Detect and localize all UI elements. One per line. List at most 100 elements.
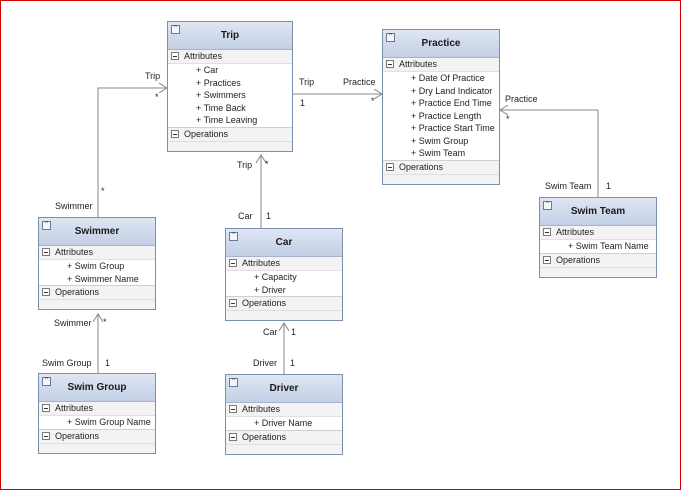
operations-label: Operations xyxy=(184,128,229,139)
collapse-minus-icon[interactable] xyxy=(171,52,179,60)
collapse-minus-icon[interactable] xyxy=(42,288,50,296)
class-header[interactable]: ⌃ Car xyxy=(226,229,342,257)
class-car[interactable]: ⌃ Car Attributes + Capacity + Driver Ope… xyxy=(225,228,343,321)
attribute-item[interactable]: + Car xyxy=(196,65,219,75)
operations-label: Operations xyxy=(55,430,100,441)
operations-label: Operations xyxy=(55,287,100,297)
attribute-item[interactable]: + Swimmers xyxy=(196,90,246,100)
attribute-item[interactable]: + Swim Group xyxy=(383,134,499,147)
connector-swimmer-trip[interactable] xyxy=(97,88,167,217)
class-name: Driver xyxy=(269,383,299,394)
attributes-section-header[interactable]: Attributes xyxy=(39,402,155,416)
attributes-label: Attributes xyxy=(399,59,438,69)
operations-section-header[interactable]: Operations xyxy=(383,159,499,174)
class-header[interactable]: ⌃ Swim Team xyxy=(540,198,656,226)
attributes-section-header[interactable]: Attributes xyxy=(168,50,292,64)
attribute-item[interactable]: + Driver Name xyxy=(254,418,313,428)
class-swimmer[interactable]: ⌃ Swimmer Attributes + Swim Group + Swim… xyxy=(38,217,156,310)
attributes-label: Attributes xyxy=(55,247,94,257)
class-practice[interactable]: ⌃ Practice Attributes + Date Of Practice… xyxy=(382,29,500,185)
multiplicity-label: * xyxy=(371,96,375,106)
collapse-chevron-icon[interactable]: ⌃ xyxy=(42,377,51,386)
attributes-label: Attributes xyxy=(242,258,281,268)
collapse-chevron-icon[interactable]: ⌃ xyxy=(229,378,238,387)
operations-section-header[interactable]: Operations xyxy=(39,428,155,443)
class-header[interactable]: ⌃ Practice xyxy=(383,30,499,58)
collapse-minus-icon[interactable] xyxy=(171,129,179,138)
attribute-item[interactable]: + Time Leaving xyxy=(196,115,258,125)
operations-section-header[interactable]: Operations xyxy=(168,126,292,141)
collapse-minus-icon[interactable] xyxy=(42,431,50,440)
collapse-minus-icon[interactable] xyxy=(386,60,394,68)
operations-label: Operations xyxy=(556,254,601,265)
class-swim-team[interactable]: ⌃ Swim Team Attributes + Swim Team Name … xyxy=(539,197,657,278)
operations-label: Operations xyxy=(242,431,287,442)
collapse-minus-icon[interactable] xyxy=(543,228,551,236)
operations-section-header[interactable]: Operations xyxy=(540,252,656,267)
multiplicity-label: * xyxy=(506,114,510,124)
multiplicity-label: 1 xyxy=(606,181,612,191)
multiplicity-label: * xyxy=(265,159,269,169)
collapse-minus-icon[interactable] xyxy=(42,248,50,256)
collapse-minus-icon[interactable] xyxy=(229,432,237,441)
class-footer xyxy=(39,442,155,453)
collapse-chevron-icon[interactable]: ⌃ xyxy=(171,25,180,34)
attributes-section-header[interactable]: Attributes xyxy=(540,226,656,240)
attributes-section-header[interactable]: Attributes xyxy=(39,246,155,260)
collapse-minus-icon[interactable] xyxy=(543,255,551,264)
attribute-list: + Car + Practices + Swimmers + Time Back… xyxy=(168,64,292,127)
collapse-minus-icon[interactable] xyxy=(386,162,394,171)
attribute-item[interactable]: + Practice Start Time xyxy=(411,123,495,133)
attribute-item[interactable]: + Swim Group xyxy=(67,261,125,271)
operations-section-header[interactable]: Operations xyxy=(226,296,342,310)
class-footer xyxy=(226,443,342,454)
attribute-item[interactable]: + Driver xyxy=(226,283,342,296)
attribute-item[interactable]: + Date Of Practice xyxy=(411,73,485,83)
attribute-list: + Swim Group + Swimmer Name xyxy=(39,260,155,285)
class-header[interactable]: ⌃ Swim Group xyxy=(39,374,155,402)
attributes-section-header[interactable]: Attributes xyxy=(383,58,499,72)
collapse-chevron-icon[interactable]: ⌃ xyxy=(229,232,238,241)
class-header[interactable]: ⌃ Swimmer xyxy=(39,218,155,246)
attribute-item[interactable]: + Practices xyxy=(168,76,292,89)
attribute-list: + Capacity + Driver xyxy=(226,271,342,296)
operations-section-header[interactable]: Operations xyxy=(39,285,155,299)
attribute-item[interactable]: + Capacity xyxy=(254,272,297,282)
class-name: Trip xyxy=(220,30,240,41)
attribute-list: + Swim Group Name xyxy=(39,416,155,429)
multiplicity-label: * xyxy=(155,92,159,102)
operations-label: Operations xyxy=(242,298,287,308)
attribute-item[interactable]: + Time Back xyxy=(168,101,292,114)
role-label: Practice xyxy=(343,77,376,87)
attributes-section-header[interactable]: Attributes xyxy=(226,403,342,417)
class-footer xyxy=(226,310,342,320)
operations-section-header[interactable]: Operations xyxy=(226,429,342,444)
role-label: Swimmer xyxy=(55,201,93,211)
class-driver[interactable]: ⌃ Driver Attributes + Driver Name Operat… xyxy=(225,374,343,455)
class-header[interactable]: ⌃ Driver xyxy=(226,375,342,403)
role-label: Car xyxy=(238,211,253,221)
attribute-item[interactable]: + Practice Length xyxy=(383,109,499,122)
attribute-list: + Swim Team Name xyxy=(540,240,656,253)
collapse-minus-icon[interactable] xyxy=(229,299,237,307)
collapse-chevron-icon[interactable]: ⌃ xyxy=(42,221,51,230)
collapse-minus-icon[interactable] xyxy=(229,259,237,267)
multiplicity-label: 1 xyxy=(105,358,111,368)
role-label: Practice xyxy=(505,94,538,104)
attribute-item[interactable]: + Swim Team xyxy=(411,148,466,158)
class-trip[interactable]: ⌃ Trip Attributes + Car + Practices + Sw… xyxy=(167,21,293,152)
collapse-chevron-icon[interactable]: ⌃ xyxy=(386,33,395,42)
attribute-item[interactable]: + Practice End Time xyxy=(411,98,492,108)
attributes-section-header[interactable]: Attributes xyxy=(226,257,342,271)
connector-swimteam-practice[interactable] xyxy=(500,110,599,197)
collapse-chevron-icon[interactable]: ⌃ xyxy=(543,201,552,210)
attribute-item[interactable]: + Dry Land Indicator xyxy=(383,84,499,97)
collapse-minus-icon[interactable] xyxy=(42,404,50,412)
attribute-item[interactable]: + Swim Group Name xyxy=(67,417,151,427)
class-header[interactable]: ⌃ Trip xyxy=(168,22,292,50)
collapse-minus-icon[interactable] xyxy=(229,405,237,413)
attribute-item[interactable]: + Swim Team Name xyxy=(568,241,649,251)
role-label: Trip xyxy=(299,77,315,87)
attribute-item[interactable]: + Swimmer Name xyxy=(39,272,155,285)
class-swim-group[interactable]: ⌃ Swim Group Attributes + Swim Group Nam… xyxy=(38,373,156,454)
